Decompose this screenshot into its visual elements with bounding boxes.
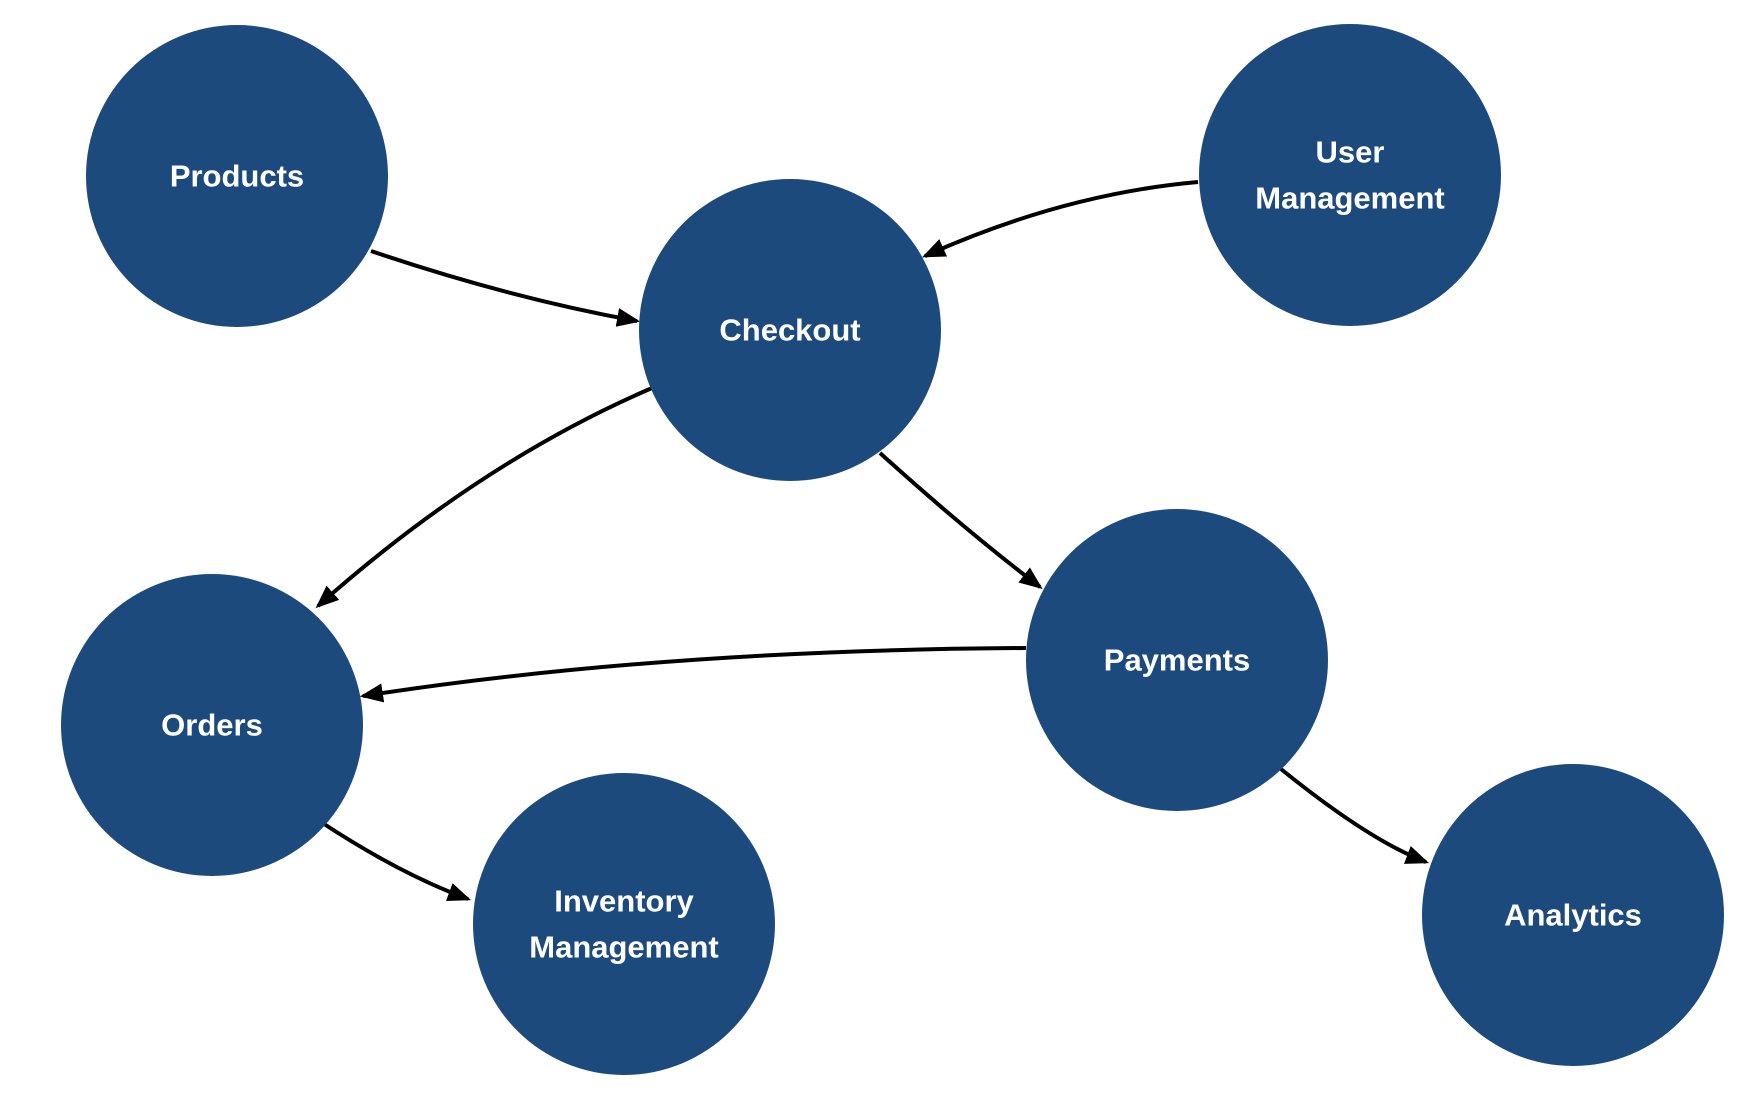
node-orders-circle (61, 574, 363, 876)
node-analytics[interactable]: Analytics (1422, 764, 1724, 1066)
node-inventory-management-label: Inventory (554, 884, 694, 919)
node-orders[interactable]: Orders (61, 574, 363, 876)
node-inventory-management-circle (473, 773, 775, 1075)
edge-orders-to-inventory-management (319, 820, 472, 902)
node-payments[interactable]: Payments (1026, 509, 1328, 811)
node-checkout[interactable]: Checkout (639, 179, 941, 481)
edge-checkout-to-orders (315, 386, 653, 609)
node-user-management-circle (1199, 24, 1501, 326)
node-payments-circle (1026, 509, 1328, 811)
node-inventory-management-label: Management (529, 930, 718, 965)
edge-products-to-checkout (370, 249, 641, 327)
node-user-management-label: User (1316, 135, 1385, 170)
node-checkout-label: Checkout (719, 313, 860, 348)
edge-user-management-to-checkout (922, 180, 1199, 258)
node-orders-label: Orders (161, 708, 263, 743)
node-analytics-circle (1422, 764, 1724, 1066)
node-products-circle (86, 25, 388, 327)
edge-checkout-to-payments (878, 451, 1043, 589)
node-checkout-circle (639, 179, 941, 481)
node-payments-label: Payments (1104, 643, 1250, 678)
edge-payments-to-orders (359, 646, 1027, 703)
edge-payments-to-analytics (1274, 763, 1430, 864)
node-products[interactable]: Products (86, 25, 388, 327)
node-analytics-label: Analytics (1504, 898, 1642, 933)
node-products-label: Products (170, 159, 304, 194)
node-user-management-label: Management (1255, 181, 1444, 216)
